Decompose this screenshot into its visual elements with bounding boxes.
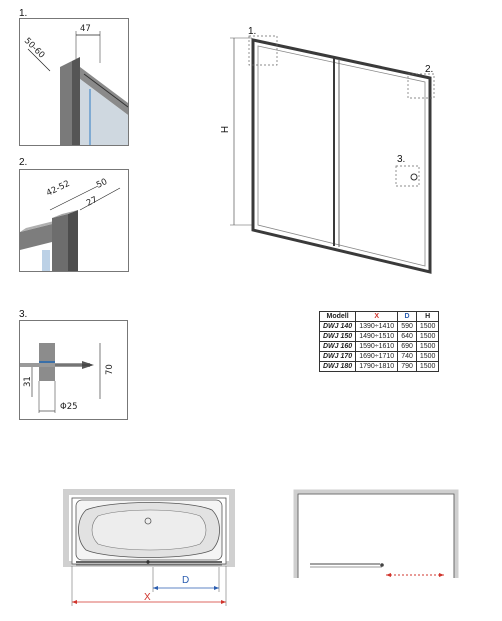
detail-1-drawing: 47 50-60: [22, 24, 128, 145]
spec-cell-h: 1500: [415, 341, 440, 352]
main-callout-2: 2.: [425, 64, 434, 75]
table-row: DWJ 170 1690÷1710 740 1500: [318, 351, 440, 362]
main-callout-3: 3.: [397, 154, 406, 165]
spec-cell-x: 1790÷1810: [355, 361, 399, 372]
spec-table: Modell X D H DWJ 140 1390÷1410 590 1500 …: [318, 311, 440, 372]
main-height-label: H: [220, 125, 232, 134]
spec-cell-x: 1590÷1610: [355, 341, 399, 352]
spec-cell-x: 1390÷1410: [355, 321, 399, 332]
detail-2-dim-c: 27: [85, 195, 99, 209]
detail-2-dim-b: 50: [95, 177, 109, 191]
spec-cell-d: 790: [397, 361, 417, 372]
detail-1-dim-width: 47: [80, 24, 91, 34]
spec-cell-model: DWJ 180: [318, 361, 357, 372]
detail-3-drawing: 70 31 Φ25: [20, 343, 115, 413]
spec-header-model: Modell: [318, 311, 357, 322]
detail-1-box: 47 50-60: [19, 18, 129, 146]
detail-3-number: 3.: [19, 309, 28, 320]
plan-x-label: X: [144, 592, 151, 603]
detail-1-dim-depth: 50-60: [22, 36, 47, 61]
table-row: DWJ 150 1490÷1510 640 1500: [318, 331, 440, 342]
detail-2-number: 2.: [19, 157, 28, 168]
spec-cell-x: 1490÷1510: [355, 331, 399, 342]
spec-cell-h: 1500: [415, 321, 440, 332]
spec-cell-d: 640: [397, 331, 417, 342]
spec-header-x: X: [355, 311, 399, 322]
spec-cell-h: 1500: [415, 361, 440, 372]
spec-cell-model: DWJ 150: [318, 331, 357, 342]
spec-cell-d: 690: [397, 341, 417, 352]
detail-1-number: 1.: [19, 8, 28, 19]
spec-cell-h: 1500: [415, 331, 440, 342]
spec-cell-d: 590: [397, 321, 417, 332]
detail-3-dim-offset: 31: [23, 376, 33, 387]
detail-3-dim-diameter: Φ25: [60, 402, 78, 412]
table-row: DWJ 180 1790÷1810 790 1500: [318, 361, 440, 372]
detail-2-box: 42-52 50 27: [19, 169, 129, 272]
spec-cell-model: DWJ 170: [318, 351, 357, 362]
spec-header-d: D: [397, 311, 417, 322]
spec-table-header-row: Modell X D H: [318, 311, 440, 322]
detail-2-drawing: 42-52 50 27: [20, 177, 121, 271]
spec-cell-d: 740: [397, 351, 417, 362]
spec-cell-h: 1500: [415, 351, 440, 362]
table-row: DWJ 160 1590÷1610 690 1500: [318, 341, 440, 352]
table-row: DWJ 140 1390÷1410 590 1500: [318, 321, 440, 332]
detail-3-dim-height: 70: [105, 364, 115, 375]
spec-cell-model: DWJ 140: [318, 321, 357, 332]
spec-header-h: H: [415, 311, 440, 322]
main-callout-1: 1.: [248, 26, 257, 37]
spec-cell-model: DWJ 160: [318, 341, 357, 352]
spec-cell-x: 1690÷1710: [355, 351, 399, 362]
plan-d-label: D: [182, 575, 190, 586]
detail-2-dim-a: 42-52: [45, 179, 72, 199]
detail-3-box: 70 31 Φ25: [19, 320, 128, 420]
